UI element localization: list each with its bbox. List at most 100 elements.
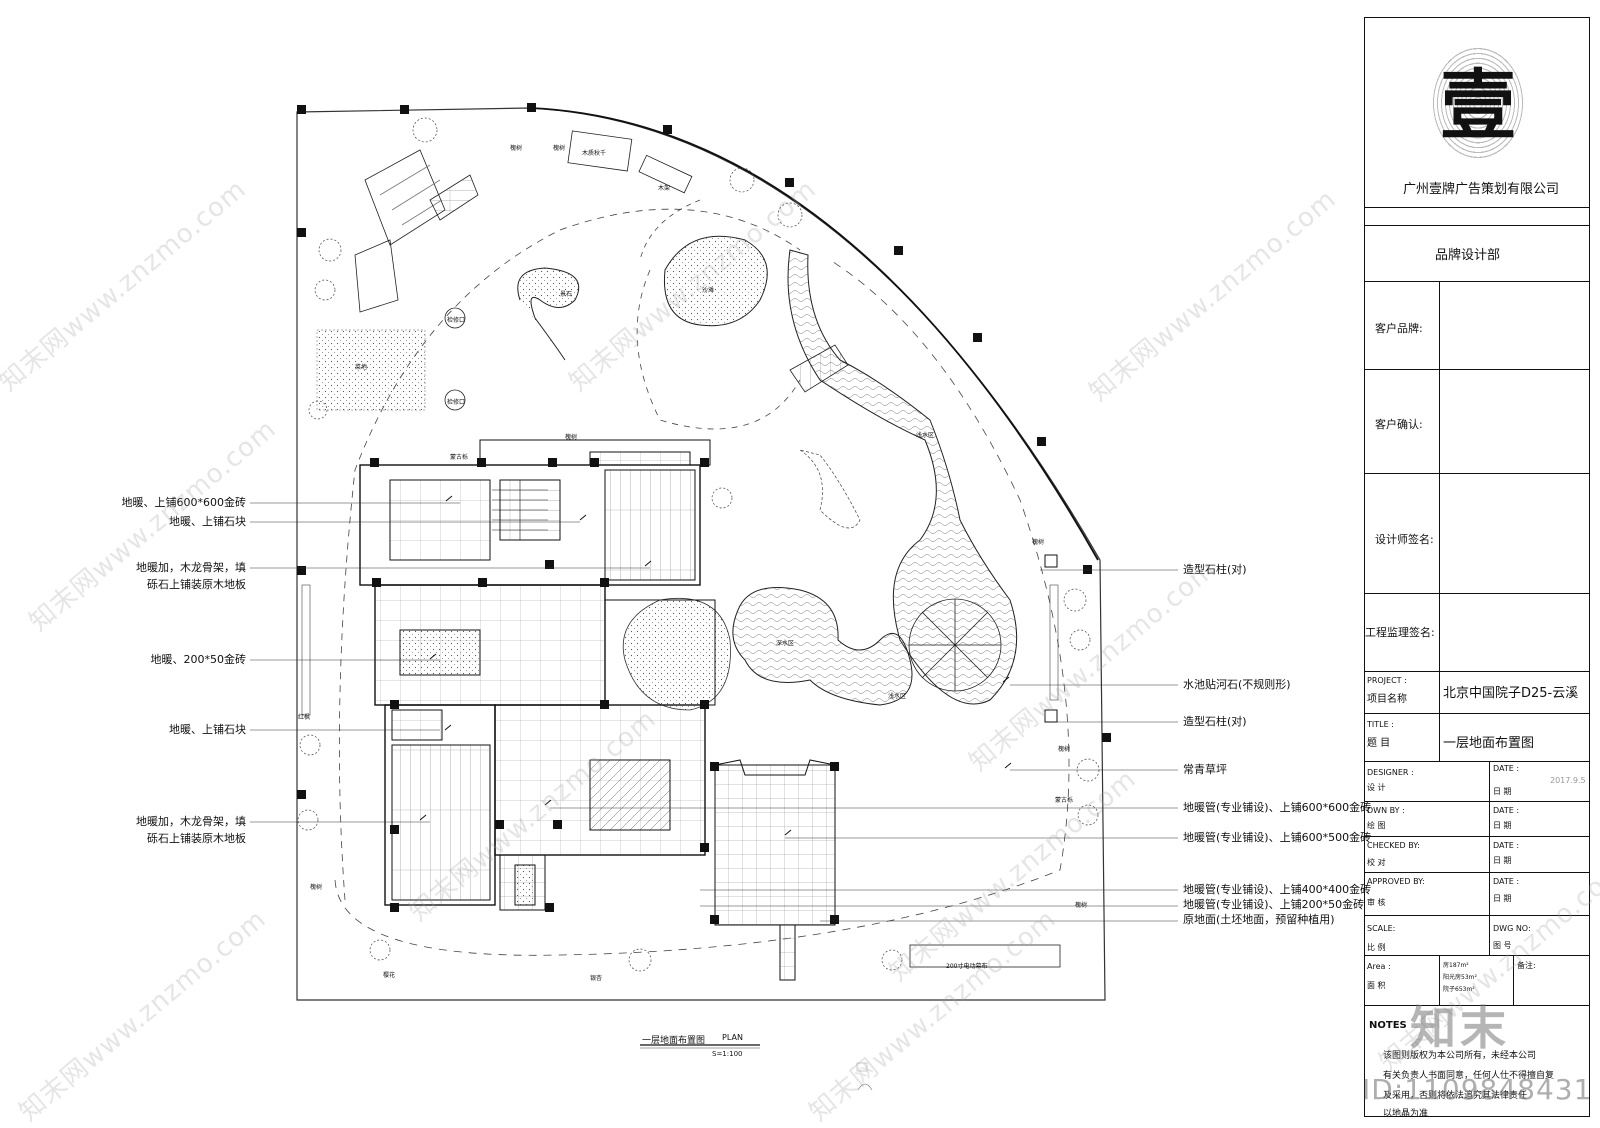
plan-label-vegetable: 菜地 — [355, 364, 368, 371]
dwg-label-cn: 图 号 — [1493, 941, 1512, 950]
client-confirm-label: 客户确认: — [1375, 418, 1423, 431]
title-block: 壹 广州壹牌广告策划有限公司 品牌设计部 客户品牌: 客户确认: 设计师签名: … — [1364, 17, 1590, 1119]
approved-row: APPROVED BY: 审 核 DATE : 日 期 — [1365, 873, 1589, 916]
notes-line: 以地晶为准 — [1383, 1109, 1429, 1119]
fingerprint-logo-icon — [1433, 48, 1523, 158]
date-label-cn: 日 期 — [1493, 821, 1512, 830]
projection-screen-box — [909, 944, 1061, 968]
stream — [732, 249, 1018, 706]
callout-right: 原地面(土坯地面，预留种植用) — [1183, 913, 1335, 926]
plan-label-ginkgo: 银杏 — [590, 975, 603, 982]
pavilion — [354, 149, 479, 313]
notes-line: 该图则版权为本公司所有，未经本公司 — [1383, 1051, 1537, 1061]
project-label-cn: 项目名称 — [1367, 694, 1407, 705]
checked-label-en: CHECKED BY: — [1367, 841, 1420, 850]
plan-label-inspection: 检修口 — [447, 399, 466, 406]
title-label-cn: 题 目 — [1367, 738, 1391, 749]
area-value-house: 房187m² — [1443, 962, 1469, 969]
inspection-port — [444, 307, 466, 329]
plan-label-tree: 槐树 — [310, 884, 323, 891]
plan-label-tree: 槐树 — [510, 145, 523, 152]
callout-right: 造型石柱(对) — [1183, 715, 1247, 728]
inspection-port — [444, 389, 466, 411]
designer-row: DESIGNER : 设 计 DATE : 日 期 2017.9.5 — [1365, 762, 1589, 802]
plan-label-tree: 槐树 — [553, 145, 566, 152]
callout-left: 地暖、200*50金砖 — [150, 653, 247, 666]
scale-label-cn: 比 例 — [1367, 943, 1386, 952]
plan-label-screen: 200寸电动幕布 — [946, 963, 988, 970]
approved-label-cn: 审 核 — [1367, 898, 1386, 907]
callout-right: 地暖管(专业铺设)、上铺600*600金砖 — [1183, 801, 1372, 814]
building-columns — [370, 458, 839, 924]
tree-symbols — [297, 117, 1100, 972]
plan-label-shallow: 浅水区 — [916, 432, 935, 439]
plan-label-tree: 槐树 — [1058, 746, 1071, 753]
date-label-cn: 日 期 — [1493, 894, 1512, 903]
stone-pillar — [1044, 709, 1058, 723]
date-label-en: DATE : — [1493, 764, 1520, 773]
drawn-label-en: DWN BY : — [1367, 806, 1405, 815]
area-value-sunroom: 阳光房53m² — [1443, 974, 1477, 981]
title-value: 一层地面布置图 — [1443, 736, 1535, 751]
building — [359, 439, 836, 981]
date-label-en: DATE : — [1493, 877, 1520, 886]
site-boundary — [296, 107, 1106, 1001]
date-value: 2017.9.5 — [1550, 776, 1586, 785]
plan-label-deep: 深水区 — [776, 640, 795, 647]
callout-right: 造型石柱(对) — [1183, 563, 1247, 576]
section-marker-box — [856, 1062, 868, 1072]
callout-left: 地暖、上铺600*600金砖 — [121, 496, 247, 509]
scale-label-en: SCALE: — [1367, 924, 1396, 933]
pond-gravel — [622, 597, 731, 711]
callout-right: 常青草坪 — [1183, 763, 1227, 776]
leader-ticks — [419, 495, 1012, 836]
notes-cell: NOTES 该图则版权为本公司所有，未经本公司 有关负责人书面同意，任何人仕不得… — [1365, 1006, 1589, 1119]
area-label-en: Area : — [1367, 962, 1391, 971]
department-cell — [1365, 208, 1589, 226]
callout-right: 水池贴河石(不规则形) — [1183, 678, 1291, 691]
supervisor-sign-row: 工程监理签名: — [1365, 594, 1589, 672]
department-row: 品牌设计部 — [1365, 226, 1589, 282]
section-marker — [857, 1083, 873, 1091]
notes-line: 有关负责人书面同意，任何人仕不得擅自复 — [1383, 1071, 1555, 1081]
plan-label-stone: 景石 — [560, 291, 573, 298]
wooden-swing — [567, 130, 633, 172]
callout-left: 砾石上铺装原木地板 — [147, 832, 246, 845]
checked-label-cn: 校 对 — [1367, 858, 1386, 867]
logo-cell: 壹 广州壹牌广告策划有限公司 — [1365, 18, 1589, 208]
sand-beach — [663, 235, 768, 327]
image-id: ID:1109848431 — [1362, 1073, 1593, 1106]
date-label-cn: 日 期 — [1493, 787, 1512, 796]
approved-label-en: APPROVED BY: — [1367, 877, 1425, 886]
stone-pillar — [1044, 554, 1058, 568]
date-label-cn: 日 期 — [1493, 856, 1512, 865]
dwg-label-en: DWG NO: — [1493, 924, 1531, 933]
department-name: 品牌设计部 — [1435, 248, 1501, 263]
designer-sign-row: 设计师签名: — [1365, 474, 1589, 594]
callout-right: 地暖管(专业铺设)、上铺600*500金砖 — [1183, 831, 1372, 844]
plan-caption: 一层地面布置图 — [642, 1036, 706, 1046]
logo-char: 壹 — [1440, 61, 1516, 150]
plan-label-oak: 蒙古栎 — [1055, 797, 1074, 804]
plan-label-shallow: 浅水区 — [888, 693, 907, 700]
vegetable-plot — [316, 329, 426, 411]
umbrella-pavilion — [908, 598, 1002, 692]
checked-row: CHECKED BY: 校 对 DATE : 日 期 — [1365, 837, 1589, 873]
west-planter — [301, 584, 311, 716]
plan-label-maple: 红枫 — [298, 714, 311, 721]
callout-right: 地暖管(专业铺设)、上铺400*400金砖 — [1183, 883, 1372, 896]
title-label-en: TITLE : — [1367, 720, 1394, 729]
designer-sign-label: 设计师签名: — [1375, 533, 1434, 546]
plan-label-beach: 沙滩 — [702, 287, 715, 294]
date-label-en: DATE : — [1493, 841, 1520, 850]
area-value-yard: 院子653m² — [1443, 986, 1475, 993]
area-row: Area : 面 积 房187m² 阳光房53m² 院子653m² 备注: — [1365, 956, 1589, 1006]
project-row: PROJECT : 项目名称 北京中国院子D25-云溪 — [1365, 672, 1589, 714]
wood-frame — [638, 154, 693, 194]
client-brand-row: 客户品牌: — [1365, 282, 1589, 370]
designer-label-en: DESIGNER : — [1367, 768, 1414, 777]
plan-label-swing: 木质秋千 — [582, 150, 607, 157]
plan-label-cherry: 樱花 — [383, 972, 396, 979]
callout-leaders — [250, 502, 1178, 922]
